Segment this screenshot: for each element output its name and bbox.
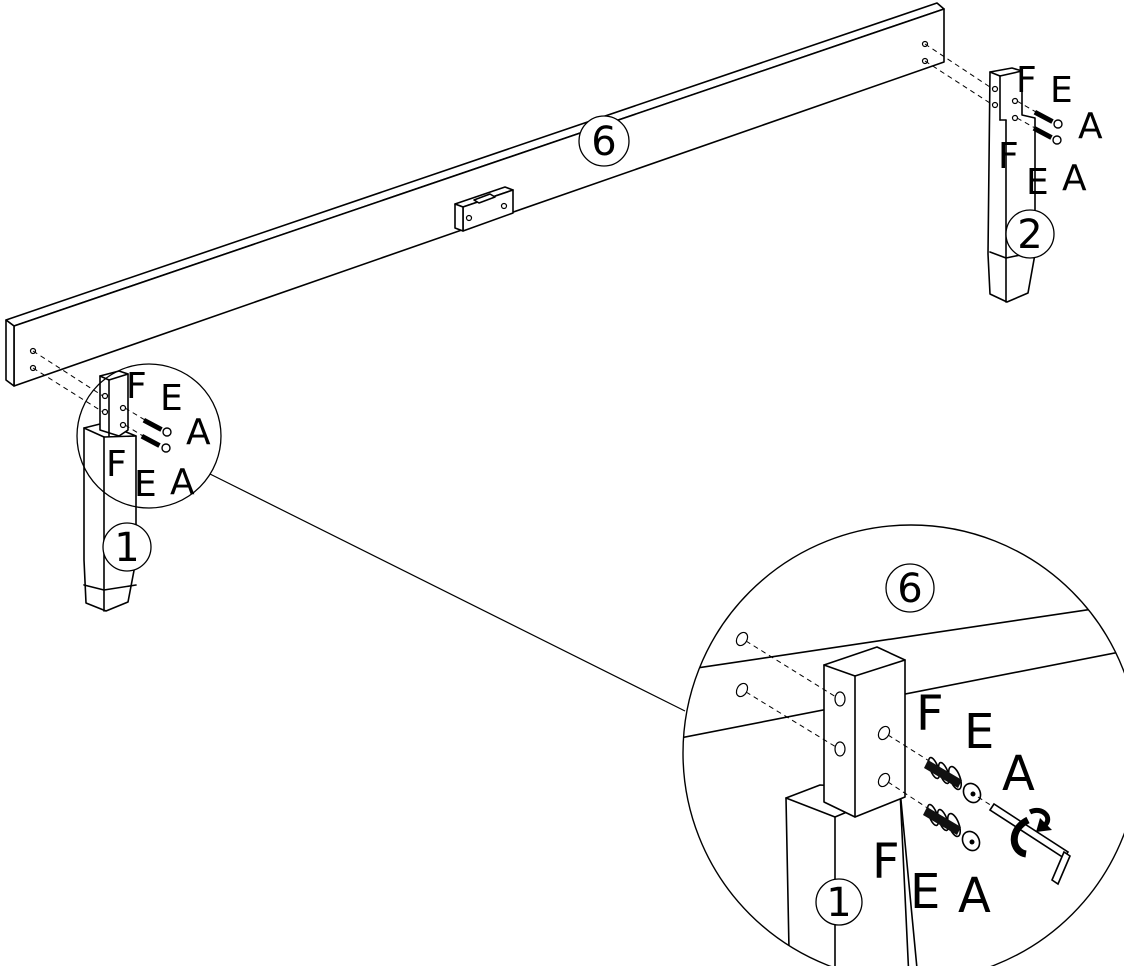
svg-text:A: A <box>958 868 991 924</box>
svg-text:F: F <box>106 444 127 485</box>
svg-text:F: F <box>916 686 944 742</box>
svg-text:E: E <box>134 464 157 505</box>
detail-view: F E A F E A 6 1 <box>682 524 1124 966</box>
callout-rail: 6 <box>578 115 630 167</box>
svg-text:A: A <box>1002 746 1035 802</box>
svg-text:F: F <box>998 136 1019 177</box>
detail-bolt-lower <box>923 803 981 852</box>
svg-text:6: 6 <box>591 119 616 165</box>
rail-part <box>5 2 945 387</box>
svg-text:F: F <box>872 834 900 890</box>
svg-text:E: E <box>964 704 994 760</box>
left-bolt-upper <box>124 407 172 437</box>
svg-text:1: 1 <box>114 525 139 571</box>
svg-text:1: 1 <box>826 880 851 926</box>
svg-text:A: A <box>1062 158 1087 199</box>
svg-text:2: 2 <box>1017 212 1042 258</box>
svg-text:E: E <box>160 378 183 419</box>
svg-text:E: E <box>1050 70 1073 111</box>
rotate-arrow-icon <box>1010 808 1052 858</box>
zoom-circle-small <box>76 363 222 509</box>
detail-bolt-upper <box>924 756 982 804</box>
right-leg-part: F E A F E A 2 <box>924 43 1103 303</box>
left-leg-part: F E A F E A 1 <box>32 350 222 612</box>
svg-text:F: F <box>1016 60 1037 101</box>
zoom-connector <box>209 473 686 712</box>
left-bolt-lower <box>124 424 171 453</box>
svg-text:E: E <box>1026 162 1049 203</box>
svg-text:F: F <box>126 366 147 407</box>
svg-text:A: A <box>170 462 195 503</box>
svg-text:A: A <box>186 412 211 453</box>
svg-text:A: A <box>1078 106 1103 147</box>
svg-text:6: 6 <box>897 566 922 612</box>
right-bolt-upper <box>1016 100 1063 129</box>
zoom-circle-large <box>682 524 1124 966</box>
svg-text:E: E <box>910 864 940 920</box>
center-bracket <box>454 186 514 232</box>
right-bolt-lower <box>1016 117 1062 145</box>
allen-key-icon <box>977 796 1071 886</box>
